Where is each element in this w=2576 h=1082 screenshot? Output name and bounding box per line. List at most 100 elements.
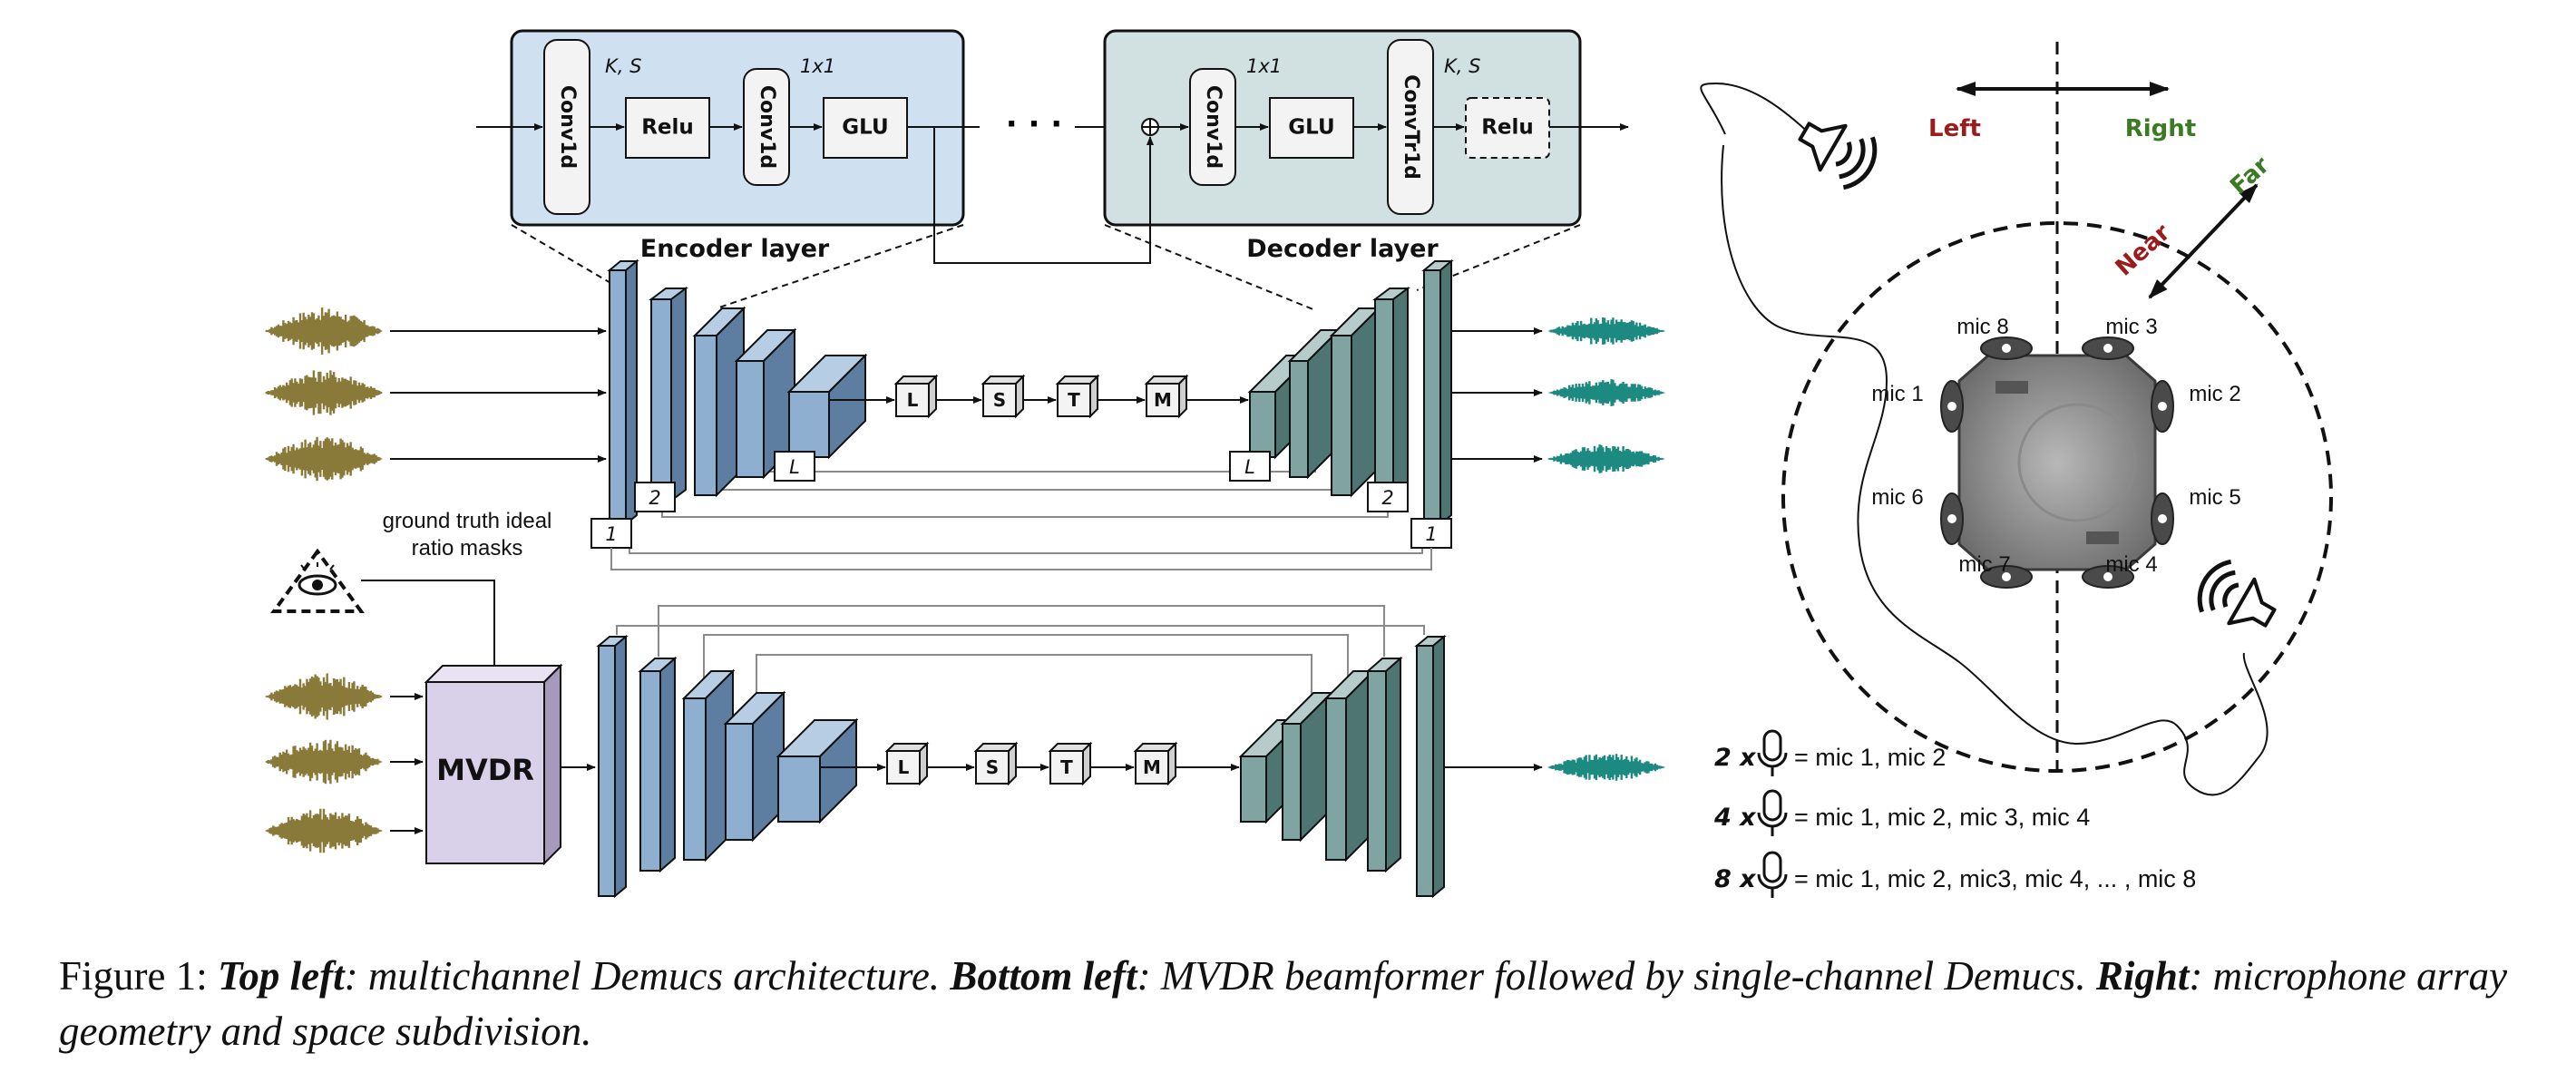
top-decoder-slab-1 — [1421, 258, 1454, 527]
decoder-layer-panel: Conv1d 1x1 GLU ConvTr1d K, S Relu Decode… — [1103, 29, 1629, 263]
caption-top-left-label: Top left — [218, 953, 345, 999]
microphone-icon — [1757, 851, 1788, 898]
input-waveform — [265, 673, 383, 720]
mic-label-2: mic 2 — [2189, 382, 2240, 406]
mic-array-device — [1940, 336, 2174, 589]
svg-text:= mic 1, mic 2, mic3, mic 4, .: = mic 1, mic 2, mic3, mic 4, ... , mic 8 — [1794, 865, 2196, 892]
mic-label-1: mic 1 — [1871, 382, 1923, 406]
encoder-param-ks: K, S — [605, 55, 641, 77]
bottom-decoder-slab-1 — [1414, 634, 1447, 899]
svg-text:2 x: 2 x — [1714, 744, 1757, 772]
legend-row-8: 8 x = mic 1, mic 2, mic3, mic 4, ... , m… — [1714, 851, 2196, 898]
encoder-glu-block — [823, 97, 908, 159]
ground-truth-eye-icon — [270, 548, 365, 613]
svg-text:T: T — [1068, 389, 1080, 411]
caption-right-label: Right — [2095, 953, 2190, 999]
top-decoder-slab-3 — [1329, 306, 1381, 498]
svg-text:S: S — [993, 389, 1006, 411]
single-channel-demucs: L S T M — [596, 605, 1543, 899]
mvdr-block: MVDR — [424, 663, 563, 866]
caption-bottom-left-label: Bottom left — [950, 953, 1137, 999]
top-decoder-slab-2 — [1372, 287, 1410, 502]
ellipsis: · · · — [1006, 106, 1062, 142]
top-encoder-slab-5 — [786, 353, 868, 460]
mic-label-6: mic 6 — [1871, 485, 1923, 510]
decoder-conv1d-label: Conv1d — [1202, 85, 1225, 169]
legend-row-2: 2 x = mic 1, mic 2 — [1714, 729, 1946, 776]
input-waveform — [265, 808, 383, 853]
encoder-relu-block — [625, 97, 710, 159]
microphone-icon — [1757, 729, 1788, 776]
encoder-param-1x1: 1x1 — [800, 55, 835, 77]
top-lstm-block-t: T — [1055, 374, 1100, 419]
input-waveform — [265, 370, 383, 415]
speaker-trajectory — [1700, 82, 2269, 796]
svg-text:L: L — [898, 756, 910, 778]
svg-text:M: M — [1154, 389, 1172, 411]
bottom-decoder-slab-2 — [1365, 656, 1403, 873]
svg-text:T: T — [1060, 756, 1073, 778]
decoder-glu-block — [1269, 97, 1354, 159]
mic-array-geometry: Left Right Near Far — [1700, 42, 2333, 796]
mic-label-5: mic 5 — [2189, 485, 2240, 510]
output-waveform — [1547, 379, 1665, 406]
mic-label-4: mic 4 — [2105, 552, 2157, 577]
decoder-param-ks: K, S — [1444, 55, 1480, 77]
encoder-layer-title: Encoder layer — [640, 235, 830, 263]
direction-left: Left — [1928, 115, 1981, 142]
legend-row-4: 4 x = mic 1, mic 2, mic 3, mic 4 — [1713, 789, 2090, 836]
skip-label-1-right: 1 — [1425, 523, 1437, 545]
decoder-relu-label: Relu — [1481, 116, 1534, 140]
mic-label-8: mic 8 — [1956, 315, 2008, 339]
decoder-glu-label: GLU — [1288, 116, 1334, 140]
bottom-lstm-block-t: T — [1048, 741, 1093, 786]
bottom-lstm-block-l: L — [884, 741, 930, 786]
skip-label-2-left: 2 — [649, 487, 660, 509]
skip-label-l-left: L — [789, 456, 800, 478]
mic-label-3: mic 3 — [2105, 315, 2157, 339]
top-encoder-slab-1 — [607, 258, 639, 527]
bottom-encoder-slab-1 — [596, 634, 629, 899]
top-encoder-slab-4 — [734, 327, 797, 480]
ground-truth-label-line2: ratio masks — [412, 536, 523, 560]
panel-skip-connection — [933, 127, 1154, 264]
decoder-relu-block — [1465, 97, 1550, 159]
decoder-param-1x1: 1x1 — [1246, 55, 1282, 77]
speaker-icon-top — [1798, 122, 1878, 190]
mic-legend: 2 x = mic 1, mic 2 4 x = mic 1, mic 2, m… — [1713, 729, 2196, 898]
bottom-lstm-block-m: M — [1133, 741, 1178, 786]
output-waveform — [1547, 754, 1665, 781]
mic-label-7: mic 7 — [1958, 552, 2010, 577]
input-waveforms — [265, 307, 383, 853]
microphone-icon — [1757, 789, 1788, 836]
skip-label-l-right: L — [1244, 456, 1255, 478]
bottom-decoder-slab-3 — [1323, 668, 1376, 863]
svg-text:M: M — [1143, 756, 1161, 778]
skip-label-2-right: 2 — [1381, 487, 1393, 509]
near-far-arrow — [2148, 183, 2259, 299]
output-waveform — [1547, 317, 1665, 345]
top-lstm-block-m: M — [1144, 374, 1189, 419]
bottom-encoder-slab-2 — [638, 656, 678, 873]
encoder-conv1d-1x1-label: Conv1d — [756, 85, 778, 169]
direction-far: Far — [2225, 151, 2275, 200]
svg-text:8 x: 8 x — [1714, 865, 1757, 893]
encoder-glu-label: GLU — [842, 116, 888, 140]
svg-text:= mic 1, mic 2, mic 3, mic 4: = mic 1, mic 2, mic 3, mic 4 — [1794, 804, 2090, 831]
svg-text:4 x: 4 x — [1713, 804, 1757, 832]
output-waveform — [1547, 444, 1665, 473]
svg-text:S: S — [986, 756, 999, 778]
input-waveform — [265, 307, 383, 355]
decoder-layer-title: Decoder layer — [1246, 235, 1439, 263]
input-waveform — [265, 436, 383, 482]
skip-label-1-left: 1 — [605, 523, 617, 545]
speaker-icon-bottom — [2197, 559, 2277, 628]
ground-truth-label-line1: ground truth ideal — [383, 509, 552, 533]
bottom-lstm-block-s: S — [973, 741, 1019, 786]
input-waveform — [265, 739, 383, 785]
top-encoder-slab-2 — [649, 287, 688, 502]
decoder-convtr1d-label: ConvTr1d — [1400, 74, 1422, 180]
bottom-encoder-slab-5 — [776, 717, 859, 824]
